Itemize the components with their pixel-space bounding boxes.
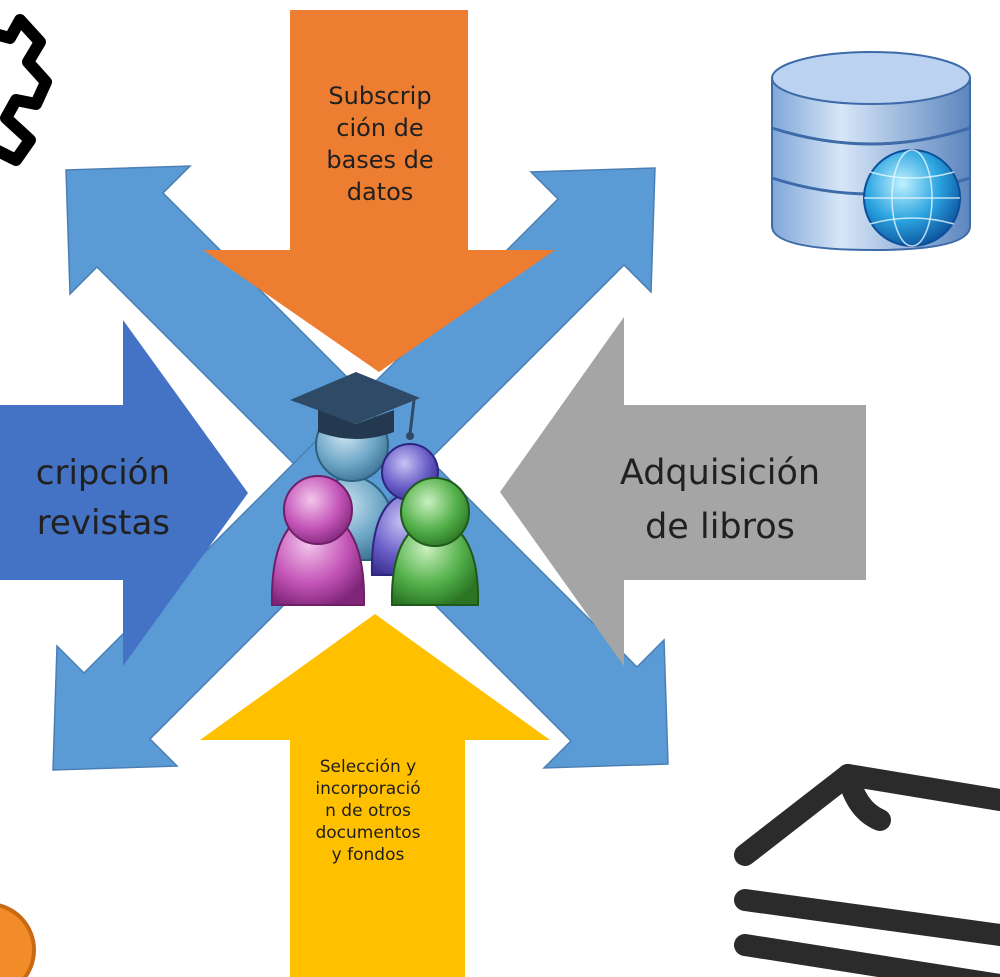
label-subscripcion-revistas: cripción revistas — [35, 453, 170, 543]
orange-circle-icon — [0, 903, 36, 977]
students-group-icon — [270, 372, 480, 606]
arrow-right — [500, 317, 866, 666]
label-adquisicion-de-libros: Adquisición de libros — [619, 453, 821, 547]
database-globe-icon — [771, 51, 971, 252]
arrow-left — [0, 320, 248, 666]
label-seleccion-otros-documentos: Selección y incorporació n de otros docu… — [315, 757, 421, 865]
arrow-top — [203, 10, 555, 372]
document-stack-icon — [734, 764, 1000, 977]
label-subscripcion-bases-de-datos: Subscrip ción de bases de datos — [326, 82, 434, 206]
gear-icon — [0, 14, 52, 166]
arrow-bottom — [200, 614, 550, 977]
